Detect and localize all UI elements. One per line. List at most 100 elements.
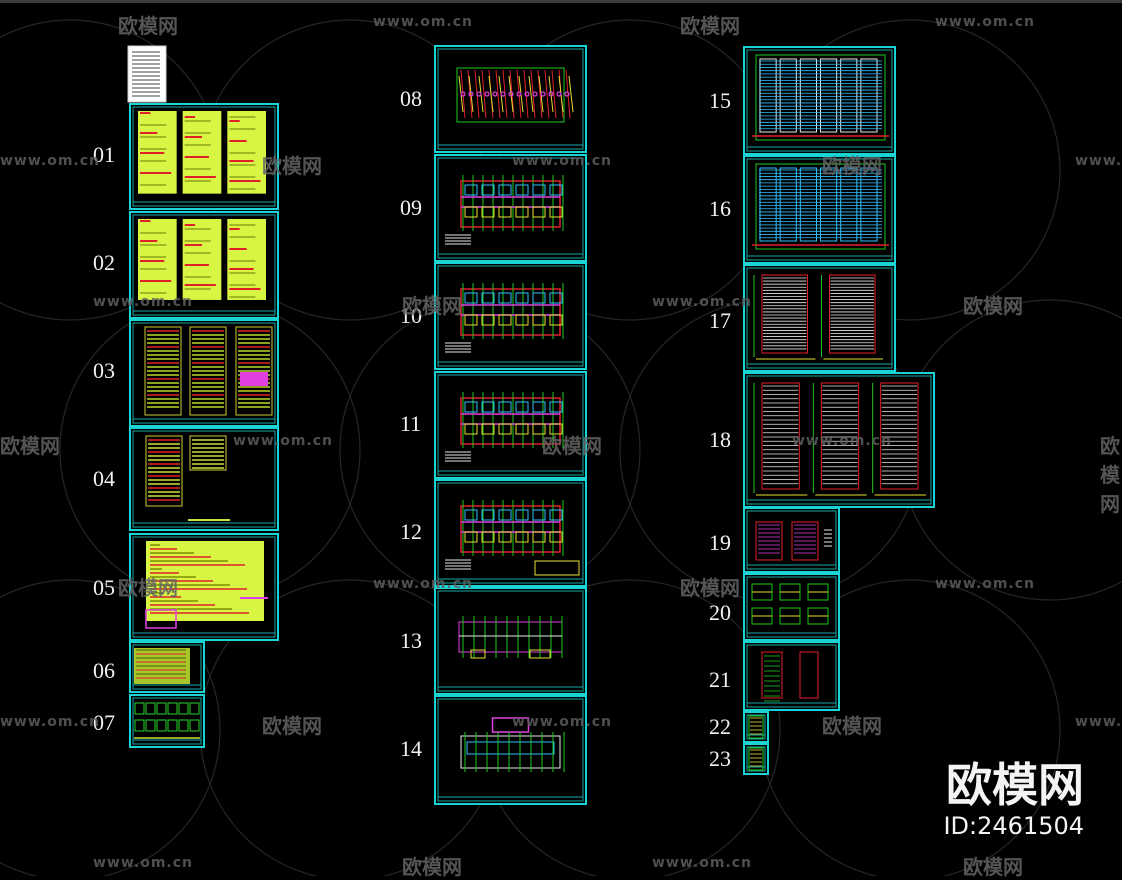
room-symbol (549, 509, 563, 521)
room-symbol (515, 401, 529, 413)
detail-box (134, 702, 145, 715)
room-symbol (481, 531, 495, 543)
sheet-inner-frame (437, 265, 584, 367)
plan-line (508, 75, 514, 113)
sheet-number-17: 17 (709, 308, 731, 333)
sheet-inner-frame (746, 375, 932, 505)
watermark-url: www.om.cn (935, 576, 1036, 592)
watermark-brand: 欧模网 (963, 294, 1023, 318)
room-symbol (481, 401, 495, 413)
room-symbol (464, 509, 478, 521)
plan-line (565, 69, 571, 119)
watermark-brand: 欧模网 (680, 14, 740, 38)
plan-outline (460, 735, 561, 769)
sheet-inner-frame (746, 644, 837, 708)
plan-symbol (460, 91, 466, 97)
watermark-brand: 欧模网 (1100, 434, 1120, 516)
watermark-brand: 欧模网 (118, 576, 178, 600)
sheet-frame (434, 45, 587, 153)
facade-bay (860, 58, 878, 133)
room-symbol (532, 314, 546, 326)
section-outline (829, 274, 876, 354)
plan-symbol (484, 91, 490, 97)
watermark-url: www.om.cn (1075, 714, 1122, 730)
sheet-number-18: 18 (709, 427, 731, 452)
sheet-number-22: 22 (709, 714, 731, 739)
sheet-inner-frame (746, 576, 837, 638)
sheet-number-01: 01 (93, 142, 115, 167)
facade-bay (799, 58, 817, 133)
plan-symbol (492, 91, 498, 97)
stamp-id: ID:2461504 (943, 812, 1084, 840)
table-block (189, 435, 227, 471)
sheet-frame (743, 743, 769, 775)
room-symbol (464, 401, 478, 413)
plan-line (544, 69, 550, 119)
plan-outline (460, 288, 561, 336)
room-symbol (464, 184, 478, 196)
window-top-border (0, 0, 1122, 3)
detail-box (178, 702, 189, 715)
watermark-url: www.om.cn (512, 153, 613, 169)
text-block (227, 111, 266, 194)
room-symbol (498, 531, 512, 543)
plan-line (467, 69, 473, 119)
plan-symbol (516, 91, 522, 97)
watermark-brand: 欧模网 (402, 294, 462, 318)
plan-symbol (468, 91, 474, 97)
plan-outline (460, 180, 561, 228)
plan-line (481, 69, 487, 119)
facade-bay (779, 167, 797, 242)
sheet-frame (434, 587, 587, 695)
watermark-brand: 欧模网 (262, 154, 322, 178)
room-symbol (532, 401, 546, 413)
roof-structure (491, 717, 530, 733)
detail-box (167, 702, 178, 715)
sheet-number-16: 16 (709, 196, 731, 221)
sheet-number-12: 12 (400, 519, 422, 544)
text-block (227, 219, 266, 300)
facade-bay (759, 167, 777, 242)
detail-box (529, 649, 551, 659)
room-symbol (464, 423, 478, 435)
highlight-block (145, 609, 177, 629)
plan-line (528, 75, 534, 113)
sheet-number-14: 14 (400, 736, 422, 761)
room-symbol (481, 314, 495, 326)
sheet-inner-frame (746, 267, 893, 369)
room-symbol (481, 292, 495, 304)
detail-box (145, 719, 156, 732)
watermark-url: www.om.cn (1075, 153, 1122, 169)
sheet-number-05: 05 (93, 575, 115, 600)
plan-line (468, 75, 474, 113)
sheet-number-06: 06 (93, 658, 115, 683)
sheet-number-04: 04 (93, 466, 115, 491)
watermark-circle (0, 579, 221, 876)
text-block (138, 219, 177, 300)
table-block (145, 435, 183, 507)
sheet-inner-frame (746, 714, 766, 740)
detail-box (178, 719, 189, 732)
table-block (235, 326, 273, 416)
detail-box (156, 702, 167, 715)
watermark-url: www.om.cn (652, 855, 753, 871)
room-symbol (532, 206, 546, 218)
sheet-number-10: 10 (400, 303, 422, 328)
detail-box (145, 702, 156, 715)
room-symbol (464, 531, 478, 543)
watermark-url: www.om.cn (512, 714, 613, 730)
plan-line (495, 69, 501, 119)
detail-outline (799, 651, 819, 699)
table-block (144, 326, 182, 416)
watermark-url: www.om.cn (93, 294, 194, 310)
sheet-number-13: 13 (400, 628, 422, 653)
sheet-number-15: 15 (709, 88, 731, 113)
section-outline (761, 274, 808, 354)
room-symbol (549, 314, 563, 326)
room-symbol (498, 509, 512, 521)
room-symbol (532, 531, 546, 543)
room-symbol (515, 423, 529, 435)
watermark-url: www.om.cn (792, 433, 893, 449)
